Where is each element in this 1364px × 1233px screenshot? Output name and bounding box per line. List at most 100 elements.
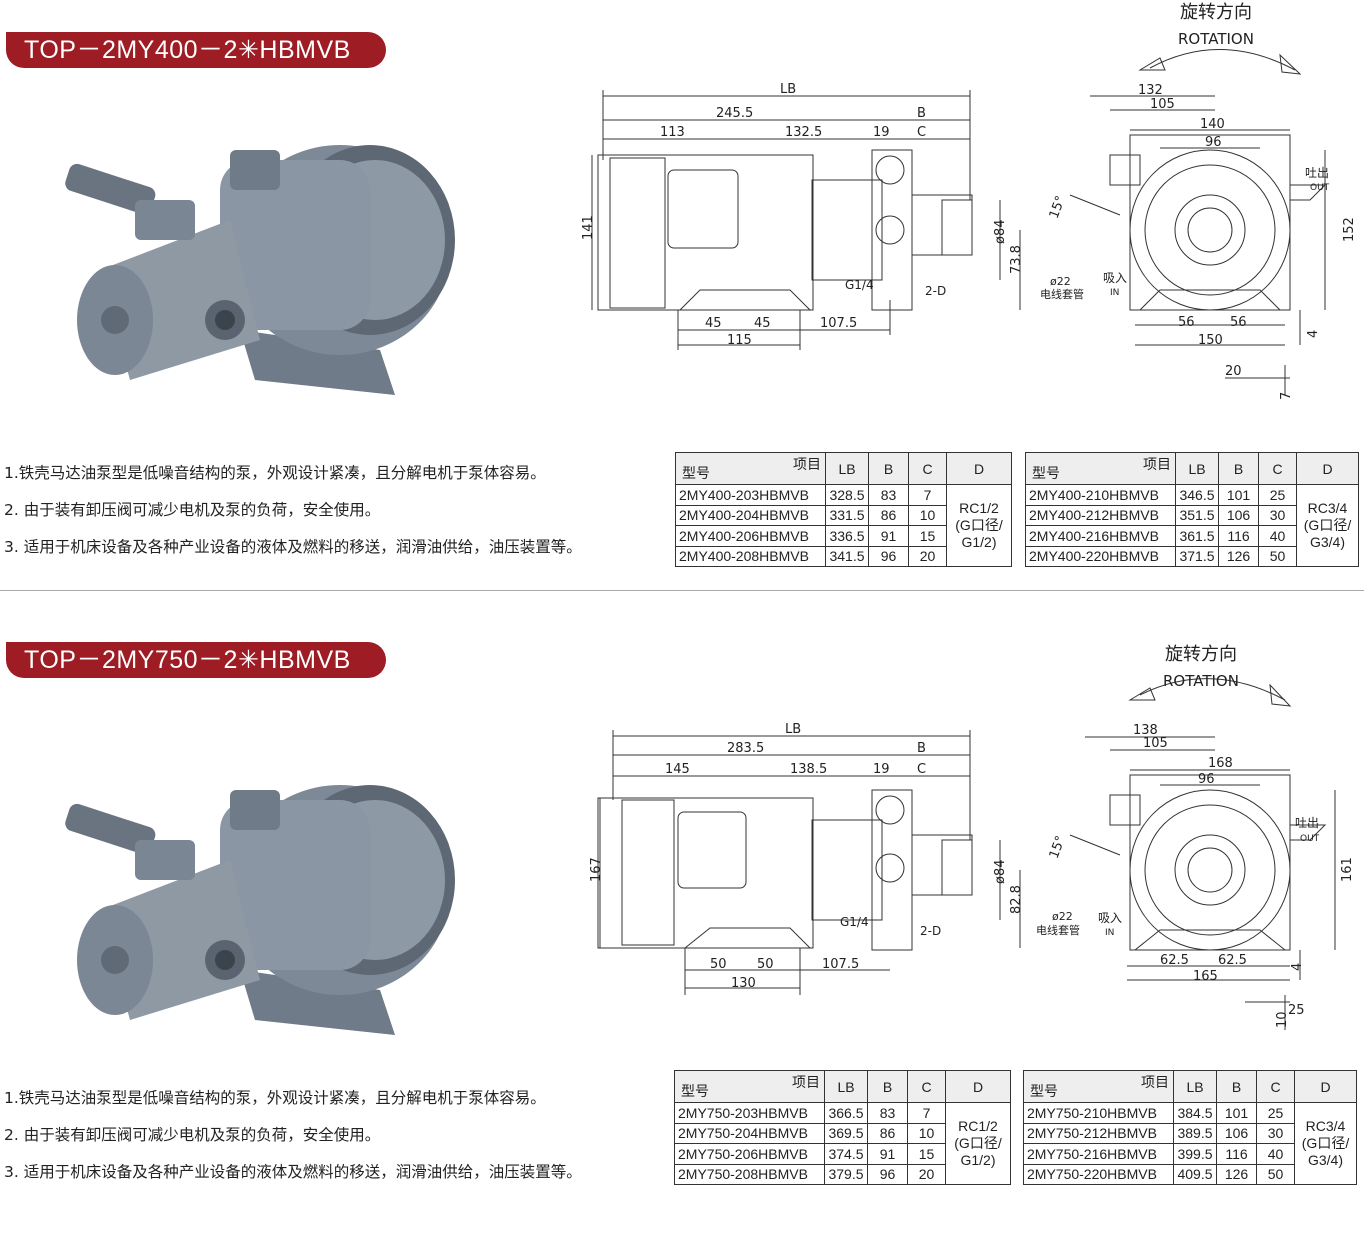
dim-19: 19 [873, 762, 890, 777]
dim-7: 10 [1275, 1011, 1290, 1028]
dim-45b: 45 [754, 316, 771, 331]
col-c: C [1258, 452, 1297, 485]
col-b: B [868, 452, 909, 485]
out-en: OUT [1310, 183, 1330, 193]
in-cn: 吸入 [1103, 271, 1127, 285]
dim-152: 161 [1340, 857, 1355, 882]
dim-150: 150 [1198, 333, 1223, 348]
dim-56a: 56 [1178, 315, 1195, 330]
table-corner: 项目型号 [1025, 452, 1176, 485]
feature-item: 2. 由于装有卸压阀可减少电机及泵的负荷，安全使用。 [4, 1126, 381, 1144]
feature-item: 3. 适用于机床设备及各种产业设备的液体及燃料的移送，润滑油供给，油压装置等。 [4, 538, 582, 556]
phi22: ø22 [1052, 910, 1073, 923]
dimension-drawing: 旋转方向 ROTATION LB 283.5 B 145 138.5 19 C … [589, 644, 1355, 1030]
product-section-2my750: TOP－2MY750－2✳HBMVB [0, 610, 1364, 1230]
dim-140: 168 [1208, 756, 1233, 771]
dim-107: 107.5 [820, 316, 857, 331]
dimension-drawing: 旋转方向 ROTATION LB 245.5 B 113 132.5 19 C … [581, 2, 1357, 400]
dim-4: 4 [1306, 330, 1321, 338]
feature-item: 2. 由于装有卸压阀可减少电机及泵的负荷，安全使用。 [4, 501, 381, 519]
in-cn: 吸入 [1098, 911, 1122, 925]
col-lb: LB [1173, 1070, 1217, 1103]
dim-115: 115 [727, 333, 752, 348]
in-en: IN [1110, 288, 1119, 298]
dim-c: C [917, 125, 926, 140]
phi22: ø22 [1050, 275, 1071, 288]
col-lb: LB [825, 452, 869, 485]
dim-phi84: ø84 [993, 220, 1008, 245]
dim-45a: 50 [710, 957, 727, 972]
d-value-cell: RC3/4(G口径/G3/4) [1294, 1102, 1357, 1185]
table-corner: 项目型号 [1023, 1070, 1174, 1103]
pump-illustration [65, 785, 455, 1035]
dim-g14: G1/4 [845, 278, 874, 292]
col-c: C [908, 452, 947, 485]
table-corner: 项目型号 [674, 1070, 825, 1103]
dim-45b: 50 [757, 957, 774, 972]
feature-item: 1.铁壳马达油泵型是低噪音结构的泵，外观设计紧凑，且分解电机于泵体容易。 [4, 464, 546, 482]
dim-motor: 113 [660, 125, 685, 140]
out-cn: 吐出 [1295, 816, 1319, 830]
col-c: C [907, 1070, 946, 1103]
dim-105: 105 [1150, 97, 1175, 112]
dim-56a: 62.5 [1160, 953, 1189, 968]
dim-132: 138 [1133, 723, 1158, 738]
pump-photo [65, 785, 455, 1035]
col-lb: LB [824, 1070, 868, 1103]
col-b: B [1218, 452, 1259, 485]
dim-20: 25 [1288, 1003, 1305, 1018]
dim-73: 82.8 [1009, 885, 1024, 914]
rotation-en: ROTATION [1163, 672, 1239, 690]
dim-96: 96 [1205, 135, 1222, 150]
dim-4: 4 [1290, 963, 1305, 971]
dim-2d: 2-D [925, 284, 946, 298]
section-title: TOP－2MY750－2✳HBMVB [6, 642, 386, 678]
dim-lb: LB [785, 722, 801, 737]
product-section-2my400: TOP－2MY400－2✳HBMVB [0, 0, 1364, 590]
col-c: C [1256, 1070, 1295, 1103]
dim-96: 96 [1198, 772, 1215, 787]
feature-list: 1.铁壳马达油泵型是低噪音结构的泵，外观设计紧凑，且分解电机于泵体容易。 2. … [4, 1080, 582, 1191]
dim-mid: 138.5 [790, 762, 827, 777]
dim-phi84: ø84 [993, 860, 1008, 885]
dim-b: B [917, 106, 926, 121]
dim-lb: LB [780, 82, 796, 97]
cable-label: 电线套管 [1040, 287, 1084, 301]
dim-56b: 62.5 [1218, 953, 1247, 968]
dim-45a: 45 [705, 316, 722, 331]
dim-19: 19 [873, 125, 890, 140]
col-d: D [1294, 1070, 1357, 1103]
col-d: D [946, 452, 1012, 485]
out-en: OUT [1300, 834, 1320, 844]
pump-illustration [65, 145, 455, 395]
dim-c: C [917, 762, 926, 777]
dim-mid: 132.5 [785, 125, 822, 140]
dim-main: 245.5 [716, 106, 753, 121]
section-title: TOP－2MY400－2✳HBMVB [6, 32, 386, 68]
dim-7: 7 [1279, 392, 1294, 400]
dim-height: 141 [581, 215, 596, 240]
dim-20: 20 [1225, 364, 1242, 379]
feature-item: 1.铁壳马达油泵型是低噪音结构的泵，外观设计紧凑，且分解电机于泵体容易。 [4, 1089, 546, 1107]
col-d: D [1296, 452, 1359, 485]
col-lb: LB [1175, 452, 1219, 485]
col-d: D [945, 1070, 1011, 1103]
rotation-cn: 旋转方向 [1180, 2, 1252, 23]
col-b: B [867, 1070, 908, 1103]
d-value-cell: RC1/2(G口径/G1/2) [945, 1102, 1011, 1185]
dim-56b: 56 [1230, 315, 1247, 330]
rotation-cn: 旋转方向 [1165, 644, 1237, 665]
